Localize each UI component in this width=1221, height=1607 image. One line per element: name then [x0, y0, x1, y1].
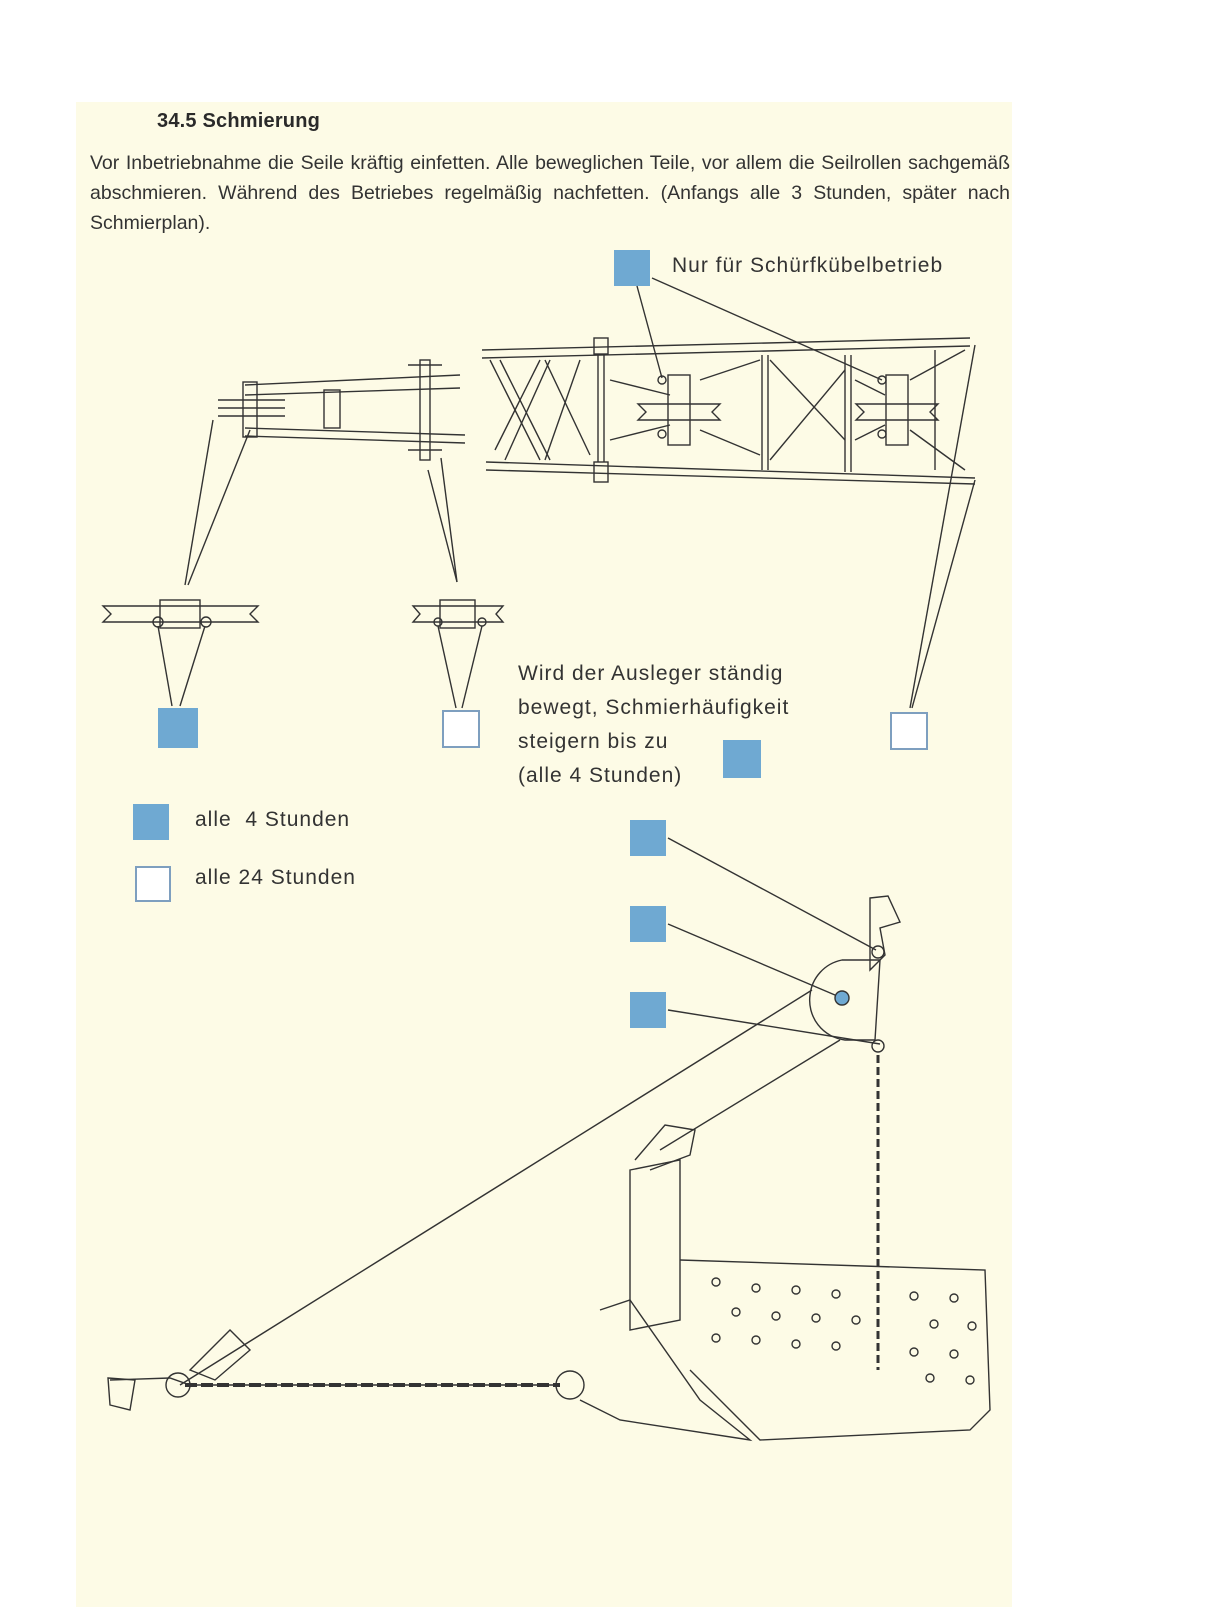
marker-filled: [630, 906, 666, 942]
note-line: Wird der Ausleger ständig: [518, 662, 784, 685]
pulley-frame: [218, 359, 466, 461]
marker-empty: [890, 712, 928, 750]
marker-filled: [630, 820, 666, 856]
section-heading: 34.5 Schmierung: [157, 110, 321, 132]
boom-note: Wird der Ausleger ständig bewegt, Schmie…: [518, 657, 789, 793]
note-line: bewegt, Schmierhäufigkeit: [518, 696, 790, 719]
scraper-bucket: [107, 895, 991, 1442]
legend-text: alle 4 Stunden: [195, 808, 351, 831]
sheave-details: [101, 599, 505, 629]
note-line: (alle 4 Stunden): [518, 764, 683, 787]
marker-filled: [158, 708, 198, 748]
document-page: [76, 102, 1012, 1607]
scraper-only-label: Nur für Schürfkübelbetrieb: [672, 254, 944, 277]
marker-filled: [614, 250, 650, 286]
intro-paragraph: Vor Inbetriebnahme die Seile kräftig ein…: [90, 152, 1010, 234]
note-line: steigern bis zu: [518, 730, 669, 753]
marker-filled: [630, 992, 666, 1028]
legend-marker-filled: [133, 804, 169, 840]
legend-text: alle 24 Stunden: [195, 866, 356, 889]
legend-marker-empty: [135, 866, 171, 902]
marker-empty: [442, 710, 480, 748]
boom-truss: [481, 337, 976, 485]
leader-lines: [157, 277, 976, 1045]
marker-filled: [723, 740, 761, 778]
